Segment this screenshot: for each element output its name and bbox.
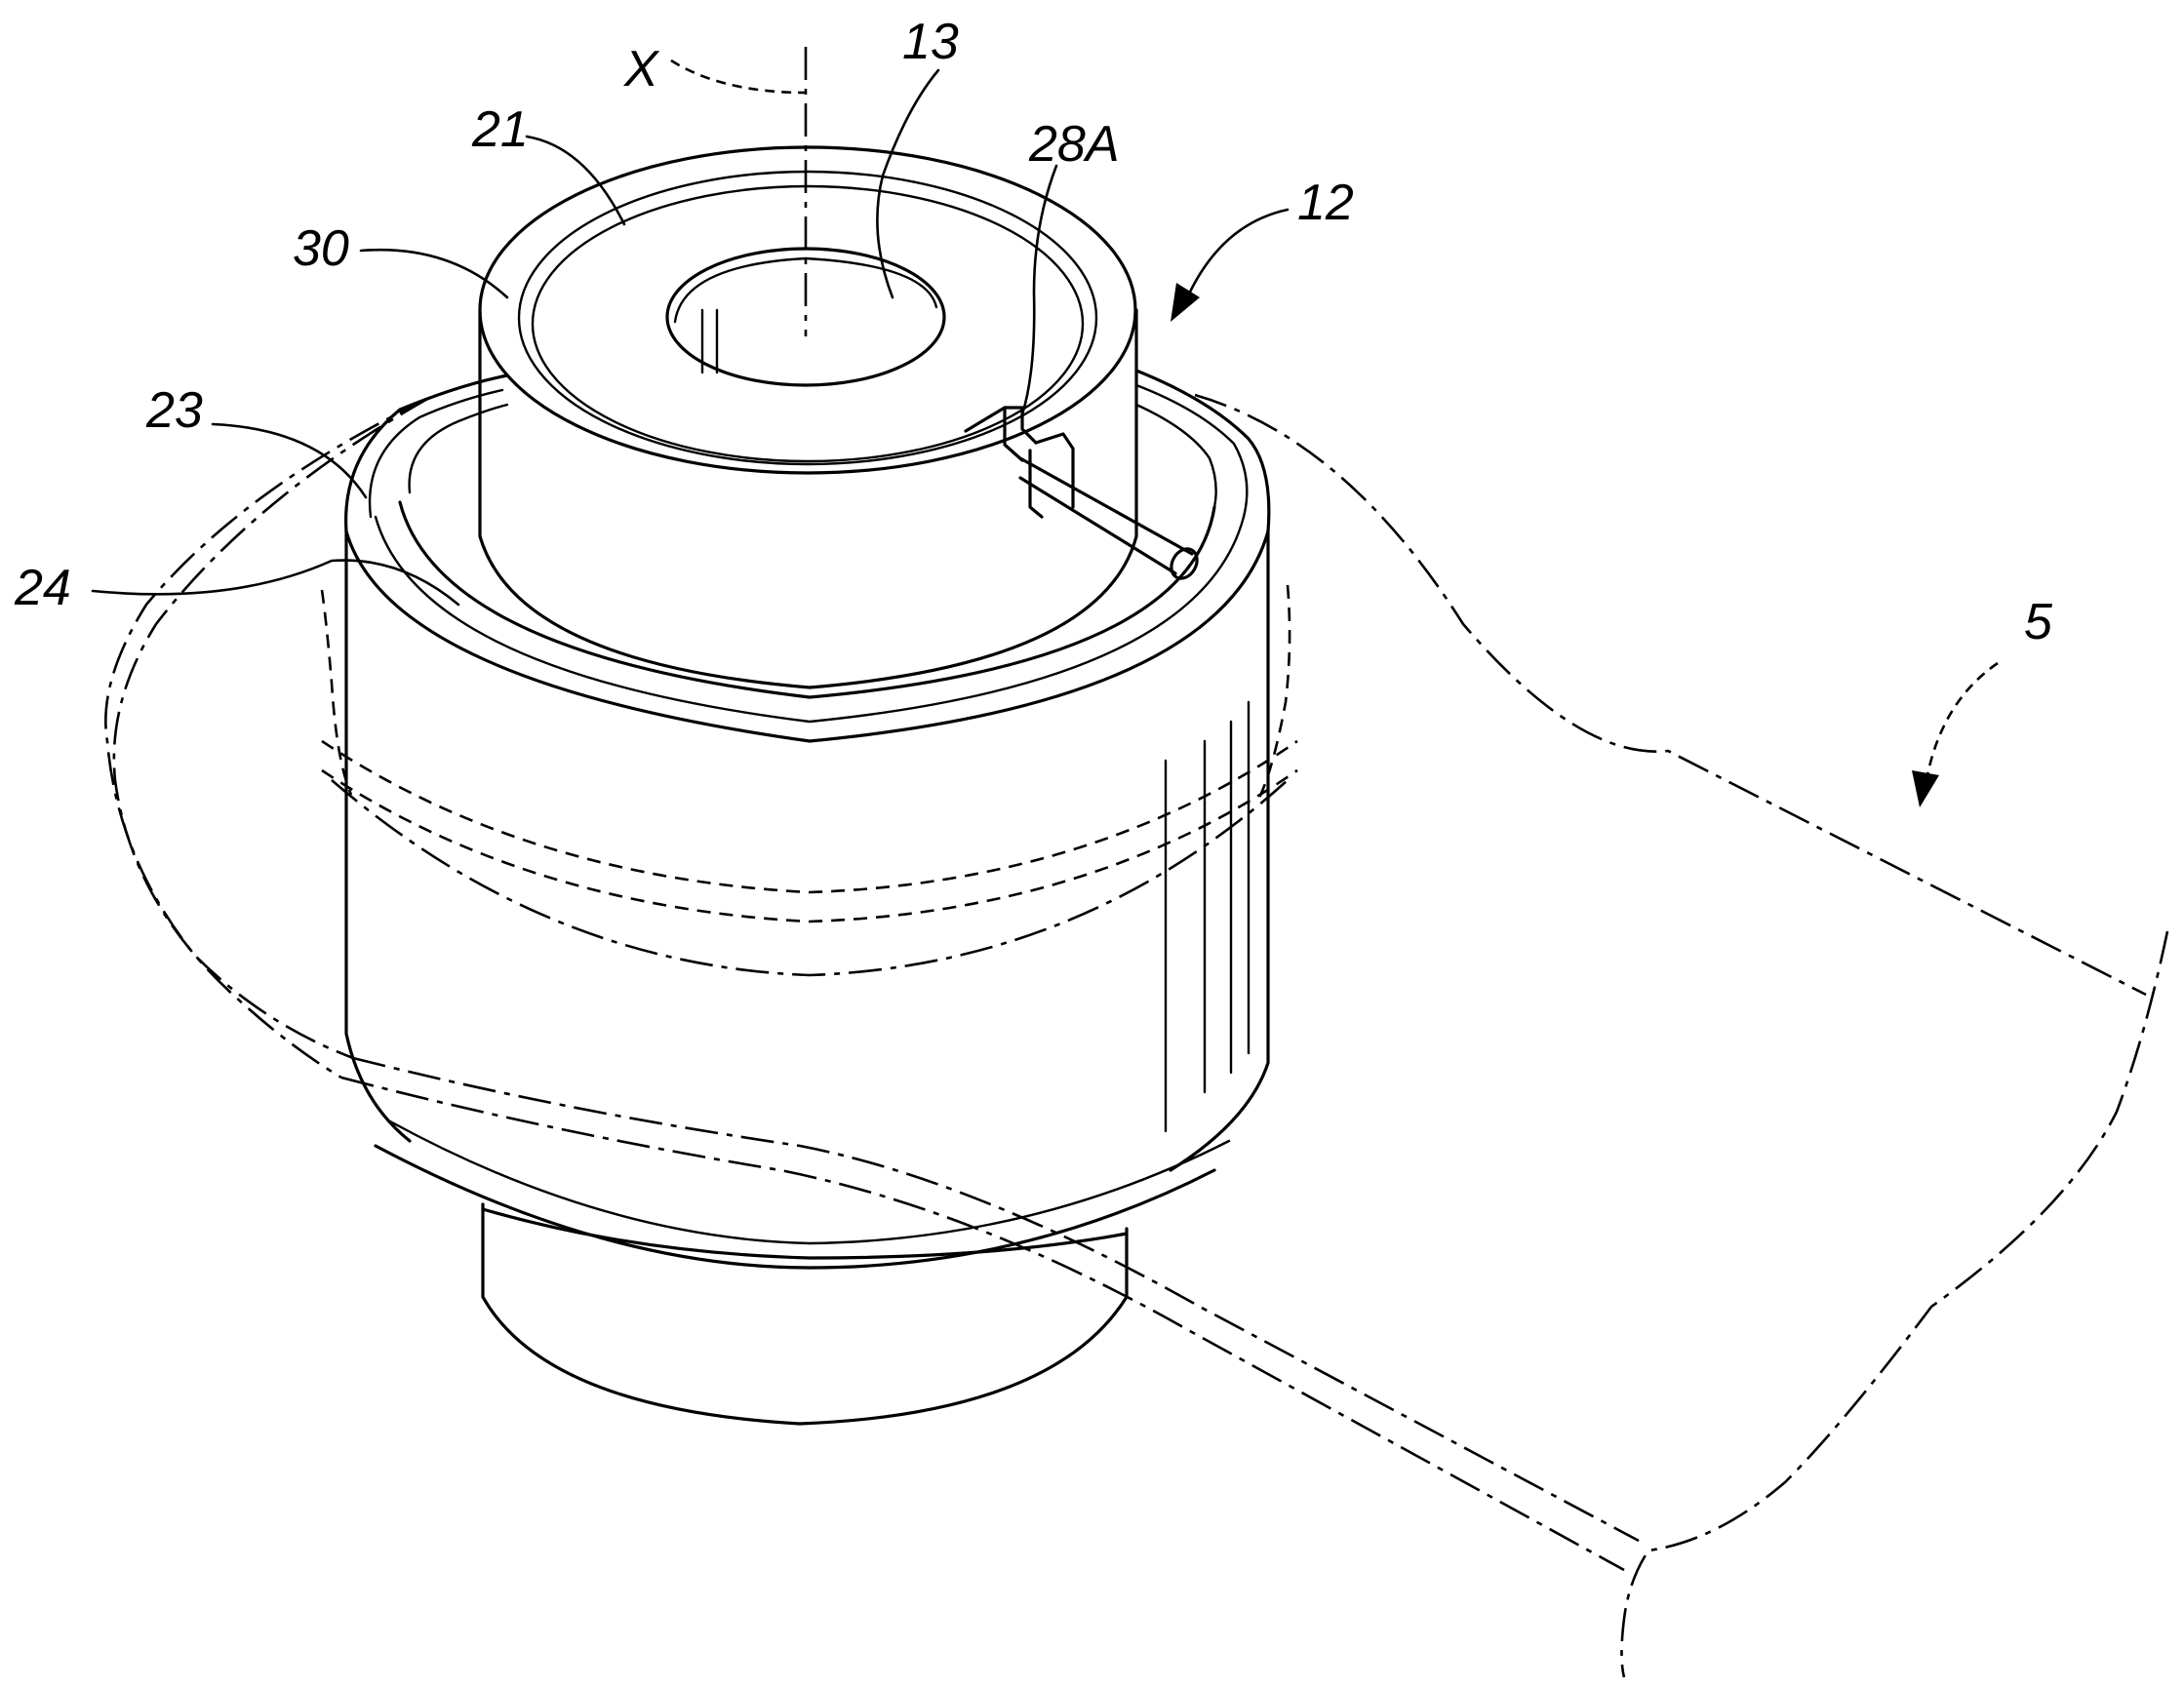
label-23: 23 (145, 382, 203, 439)
slot-feature-28A (964, 406, 1199, 580)
inner-sleeve (478, 145, 1138, 689)
label-24: 24 (14, 560, 71, 616)
outer-housing-body (320, 530, 1298, 1426)
label-12: 12 (1297, 175, 1354, 231)
leader-24 (91, 559, 460, 607)
arm-outline (104, 393, 2169, 1678)
outer-housing-rim (344, 369, 1271, 743)
label-28A: 28A (1028, 116, 1120, 173)
label-5: 5 (2024, 594, 2053, 650)
reference-labels: X 13 21 28A 12 30 23 24 5 (14, 14, 2053, 650)
leader-21 (525, 135, 626, 226)
label-axis-x: X (623, 41, 660, 98)
label-13: 13 (902, 14, 959, 70)
leader-30 (359, 248, 509, 299)
arrow-12 (1171, 208, 1290, 322)
leader-lines (91, 68, 1058, 607)
axis-x (670, 47, 808, 336)
label-21: 21 (471, 101, 529, 158)
arrow-5 (1912, 661, 1999, 807)
leader-13 (876, 68, 940, 299)
leader-28A (1020, 164, 1058, 416)
leader-23 (211, 422, 368, 499)
label-30: 30 (293, 220, 349, 277)
